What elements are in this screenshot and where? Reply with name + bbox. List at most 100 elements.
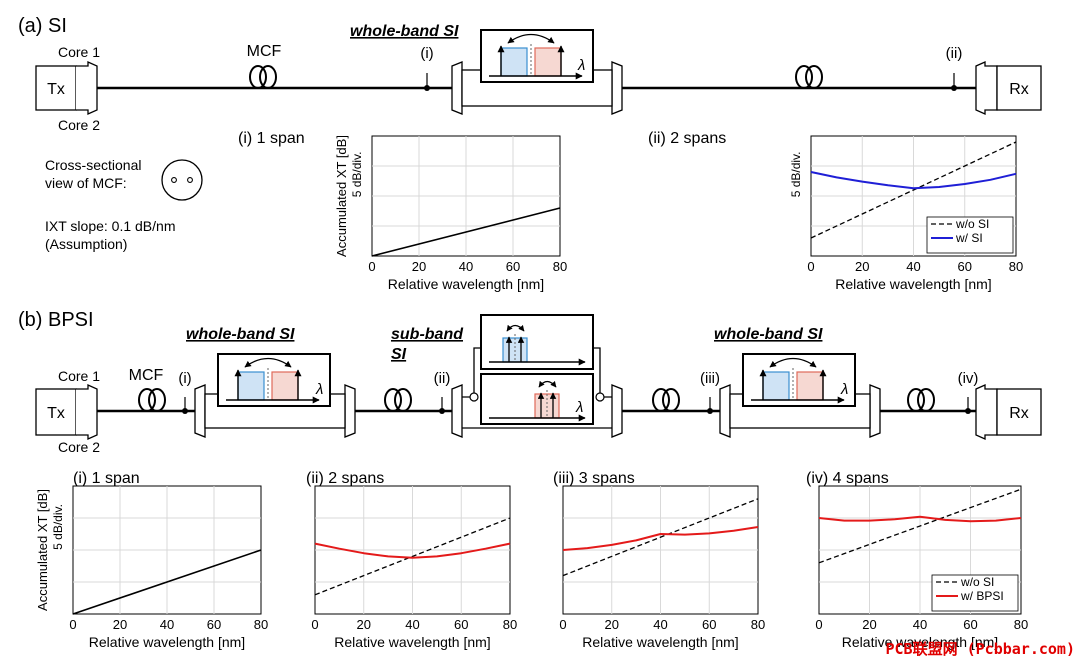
series-line-w-si bbox=[810, 171, 1017, 190]
section-b-title: (b) BPSI bbox=[18, 309, 94, 331]
circulator-icon bbox=[595, 392, 605, 402]
sub-si-demux-right bbox=[611, 384, 623, 438]
x-tick-label: 40 bbox=[405, 617, 419, 632]
swap-arrow-icon bbox=[769, 357, 817, 368]
monitor-point-i bbox=[182, 408, 188, 414]
legend-label: w/ SI bbox=[955, 231, 983, 245]
monitor-point-iii bbox=[707, 408, 713, 414]
lambda-label: λ bbox=[575, 399, 583, 416]
si-demux-right bbox=[344, 384, 356, 438]
x-tick-label: 20 bbox=[855, 259, 869, 274]
lambda-label: λ bbox=[577, 57, 585, 74]
whole-band-si-label: whole-band SI bbox=[350, 23, 459, 40]
y-axis-label: Accumulated XT [dB] bbox=[334, 135, 349, 257]
monitor-point-iv bbox=[965, 408, 971, 414]
legend-label: w/o SI bbox=[955, 217, 989, 231]
section-b: (b) BPSI Tx Core 1 Core 2 MCF bbox=[18, 309, 1042, 455]
point-ii-label: (ii) bbox=[946, 45, 963, 62]
series-line-w-o-si bbox=[818, 488, 1022, 564]
point-iv-label: (iv) bbox=[958, 370, 979, 387]
cross-sectional-label-1: Cross-sectional bbox=[45, 157, 141, 173]
si-demux-right bbox=[611, 61, 623, 115]
red-band bbox=[534, 47, 562, 77]
rx-box bbox=[996, 65, 1042, 111]
whole-band-si-label-1: whole-band SI bbox=[186, 326, 295, 343]
x-tick-label: 0 bbox=[559, 617, 566, 632]
series-line-w-bpsi bbox=[314, 542, 511, 559]
core1-label: Core 1 bbox=[58, 44, 100, 60]
x-tick-label: 60 bbox=[963, 617, 977, 632]
section-a-title: (a) SI bbox=[18, 15, 67, 37]
fiber-coil-icon bbox=[138, 388, 166, 412]
legend-label: w/o SI bbox=[960, 575, 994, 589]
fiber-coil-icon bbox=[907, 388, 935, 412]
series-line bbox=[371, 207, 561, 257]
legend: w/o SIw/ BPSI bbox=[931, 574, 1019, 612]
x-tick-label: 20 bbox=[357, 617, 371, 632]
mcf-label: MCF bbox=[247, 43, 282, 60]
x-tick-label: 40 bbox=[459, 259, 473, 274]
fan-in-device bbox=[76, 383, 98, 441]
chart-title: (iv) 4 spans bbox=[806, 470, 889, 487]
swap-arrow-icon bbox=[244, 357, 292, 368]
x-tick-label: 20 bbox=[605, 617, 619, 632]
swap-arrow-icon bbox=[507, 33, 555, 44]
lambda-label: λ bbox=[840, 381, 848, 398]
series-line-w-o-si bbox=[562, 498, 759, 577]
x-tick-label: 60 bbox=[207, 617, 221, 632]
si-demux-right bbox=[869, 384, 881, 438]
x-tick-label: 40 bbox=[906, 259, 920, 274]
monitor-point-i bbox=[424, 85, 430, 91]
tx-label: Tx bbox=[47, 81, 65, 98]
series-line bbox=[72, 549, 262, 615]
x-tick-label: 80 bbox=[1014, 617, 1028, 632]
rx-label: Rx bbox=[1009, 405, 1029, 422]
core1-label: Core 1 bbox=[58, 368, 100, 384]
red-band bbox=[271, 371, 299, 401]
x-tick-label: 40 bbox=[653, 617, 667, 632]
legend: w/o SIw/ SI bbox=[926, 216, 1014, 254]
watermark-text: PCB联盟网 (Pcbbar.com) bbox=[886, 640, 1076, 658]
point-ii-label: (ii) bbox=[434, 370, 451, 387]
core2-label: Core 2 bbox=[58, 117, 100, 133]
series-line-w-bpsi bbox=[562, 526, 759, 551]
mcf-cross-section-icon bbox=[161, 159, 203, 201]
whole-band-si-label-2: whole-band SI bbox=[714, 326, 823, 343]
x-tick-label: 60 bbox=[702, 617, 716, 632]
si-demux-left bbox=[719, 384, 731, 438]
rx-box bbox=[996, 388, 1042, 436]
sub-si-demux-left bbox=[451, 384, 463, 438]
x-tick-label: 20 bbox=[113, 617, 127, 632]
x-tick-label: 80 bbox=[503, 617, 517, 632]
tx-label: Tx bbox=[47, 405, 65, 422]
sub-band-si-label-1: sub-band bbox=[391, 326, 464, 343]
x-tick-label: 20 bbox=[412, 259, 426, 274]
x-axis-label: Relative wavelength [nm] bbox=[835, 276, 991, 292]
x-tick-label: 40 bbox=[160, 617, 174, 632]
si-demux-left bbox=[451, 61, 463, 115]
point-iii-label: (iii) bbox=[700, 370, 720, 387]
legend-label: w/ BPSI bbox=[960, 589, 1004, 603]
x-tick-label: 0 bbox=[368, 259, 375, 274]
blue-band bbox=[500, 47, 528, 77]
chart-title: (i) 1 span bbox=[238, 130, 305, 147]
chart-title: (iii) 3 spans bbox=[553, 470, 635, 487]
x-tick-label: 60 bbox=[454, 617, 468, 632]
x-axis-label: Relative wavelength [nm] bbox=[582, 634, 738, 650]
section-a: (a) SI Tx Core 1 Core 2 MCF (i) whole-ba… bbox=[18, 15, 1042, 252]
circulator-icon bbox=[469, 392, 479, 402]
fan-in-device bbox=[76, 60, 98, 116]
blue-band bbox=[762, 371, 790, 401]
y-axis-label: Accumulated XT [dB] bbox=[35, 489, 50, 611]
fan-out-device bbox=[975, 60, 998, 116]
fiber-coil-icon bbox=[249, 65, 277, 89]
x-tick-label: 80 bbox=[1009, 259, 1023, 274]
x-tick-label: 80 bbox=[553, 259, 567, 274]
x-tick-label: 60 bbox=[958, 259, 972, 274]
